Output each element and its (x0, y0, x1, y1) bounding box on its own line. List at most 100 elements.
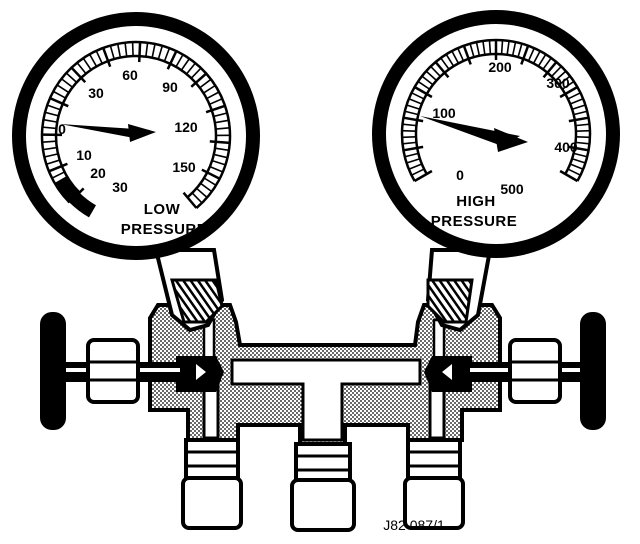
low-gauge-tick (211, 159, 226, 166)
high-gauge-tick (408, 163, 423, 170)
high-gauge-tick (413, 169, 433, 183)
low-gauge-tick (205, 104, 226, 114)
high-gauge-tick (430, 65, 442, 78)
high-gauge-tick (520, 45, 530, 65)
left-outlet-bore (202, 382, 220, 440)
right-packing-nut (508, 338, 562, 404)
low-gauge-tick (88, 53, 98, 67)
low-gauge-tick (51, 171, 65, 179)
low-gauge-tick (56, 84, 70, 94)
low-scale-label-90: 90 (162, 79, 178, 95)
low-gauge-tick (209, 98, 223, 106)
high-scale-label-400: 400 (554, 139, 578, 155)
low-scale-label-150: 150 (172, 159, 196, 175)
high-gauge-scale-ticks (400, 38, 592, 183)
low-gauge-tick (124, 42, 128, 57)
high-gauge-tick (403, 116, 424, 123)
high-gauge-tick (488, 40, 492, 55)
high-gauge-title-line2: PRESSURE (431, 213, 518, 230)
high-gauge-tick (511, 41, 517, 56)
high-gauge-tick (550, 65, 562, 78)
high-gauge-tick (402, 123, 417, 127)
high-gauge-tick (537, 53, 547, 67)
high-gauge-tick (469, 43, 475, 58)
low-gauge-tick (95, 50, 103, 64)
high-gauge-tick (402, 141, 417, 145)
left-packing-nut (86, 338, 140, 404)
low-scale-label-60: 60 (122, 67, 138, 83)
low-gauge-tick (163, 47, 171, 62)
low-gauge-tick (48, 162, 68, 173)
center-outlet-fitting (290, 442, 356, 532)
low-gauge-tick (209, 140, 230, 145)
high-gauge-tick (571, 104, 586, 111)
low-gauge-tick (180, 58, 191, 71)
high-gauge-tick (559, 169, 579, 183)
high-scale-label-300: 300 (546, 75, 570, 91)
low-gauge-tick (76, 62, 87, 75)
high-gauge-tick (561, 80, 575, 90)
high-gauge-tick (440, 57, 450, 70)
high-gauge-tick (554, 70, 567, 82)
low-gauge-title-line1: LOW (144, 201, 181, 218)
low-gauge-tick (215, 127, 230, 130)
high-gauge-tick (408, 98, 423, 105)
low-gauge-tick (201, 168, 221, 180)
high-gauge-tick (575, 123, 590, 127)
high-gauge-tick (462, 45, 472, 65)
low-gauge-scale-arc (40, 40, 232, 209)
high-gauge-tick (527, 47, 535, 62)
high-gauge-tick (568, 116, 589, 123)
low-gauge-tick (131, 42, 134, 57)
high-gauge-tick (413, 85, 433, 99)
right-valve[interactable] (470, 312, 606, 430)
high-gauge-tick (559, 85, 579, 99)
high-gauge-tick (406, 157, 421, 164)
high-scale-label-200: 200 (488, 59, 512, 75)
low-gauge-tick (42, 146, 57, 151)
high-gauge-needle (420, 116, 528, 152)
low-gauge-tick (166, 50, 178, 70)
low-scale-label-120: 120 (174, 119, 198, 135)
high-scale-label-100: 100 (432, 105, 456, 121)
low-gauge-vacuum-band (54, 176, 96, 218)
low-gauge-tick (137, 42, 142, 63)
low-gauge-scale-ticks (40, 40, 232, 218)
low-gauge-tick (214, 147, 230, 152)
high-gauge-tick (542, 57, 552, 70)
low-gauge-tick (206, 91, 220, 100)
high-gauge-tick (425, 70, 438, 82)
low-gauge-tick (185, 62, 196, 75)
high-scale-label-0: 0 (456, 167, 464, 183)
low-gauge-tick (182, 191, 198, 209)
low-gauge-tick (43, 118, 58, 123)
low-gauge-tick (196, 187, 208, 199)
central-bore (230, 358, 422, 442)
high-gauge-tick (567, 92, 581, 100)
high-gauge-tick (567, 168, 581, 176)
high-gauge-tick (571, 157, 586, 164)
high-gauge-tick (569, 163, 584, 170)
left-outlet-fitting (181, 438, 243, 530)
low-gauge-title-line2: PRESSURE (121, 221, 208, 238)
high-gauge-tick (506, 40, 510, 55)
high-gauge-tick (403, 145, 424, 152)
left-valve[interactable] (40, 312, 180, 430)
low-vacuum-label-30: 30 (112, 179, 128, 195)
low-gauge-tick (52, 90, 66, 99)
low-gauge-tick (44, 153, 59, 158)
low-gauge-tick (203, 177, 217, 187)
high-gauge-tick (500, 40, 504, 55)
high-gauge-tick (411, 168, 425, 176)
low-pressure-gauge: 0 30 60 90 120 150 10 20 30 LOW PRESSURE (12, 12, 260, 260)
high-gauge-tick (573, 152, 588, 158)
high-gauge-scale-arc (400, 38, 592, 182)
left-valve-knob[interactable] (40, 312, 66, 430)
low-gauge-tick (157, 45, 164, 60)
low-gauge-tick (191, 192, 203, 204)
low-gauge-tick (209, 165, 224, 173)
low-scale-label-0: 0 (58, 121, 66, 137)
right-valve-knob[interactable] (580, 312, 606, 430)
low-gauge-stem (153, 248, 225, 333)
